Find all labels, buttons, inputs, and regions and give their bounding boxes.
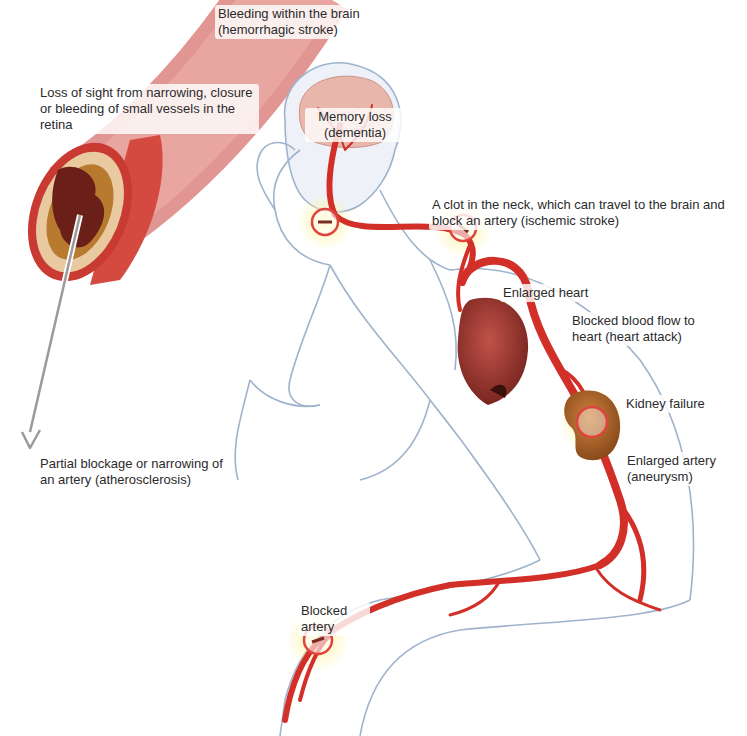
callout-label: Bleeding within the brain (hemorrhagic s… xyxy=(215,5,397,39)
callout-label: Memory loss (dementia) xyxy=(305,108,405,142)
callout-label: Loss of sight from narrowing, closure or… xyxy=(37,84,259,134)
callout-label: Blocked blood flow to heart (heart attac… xyxy=(569,312,729,346)
artery-cross-section xyxy=(9,127,163,296)
callout-label: Enlarged artery (aneurysm) xyxy=(624,452,736,486)
callout-label: Partial blockage or narrowing of an arte… xyxy=(37,455,227,489)
highlight-ring xyxy=(304,209,607,654)
callout-label: A clot in the neck, which can travel to … xyxy=(429,196,734,230)
callout-label: Blocked artery xyxy=(298,602,370,636)
clot-mark xyxy=(312,222,468,642)
callout-label: Kidney failure xyxy=(623,395,723,413)
callout-label: Enlarged heart xyxy=(500,284,605,302)
